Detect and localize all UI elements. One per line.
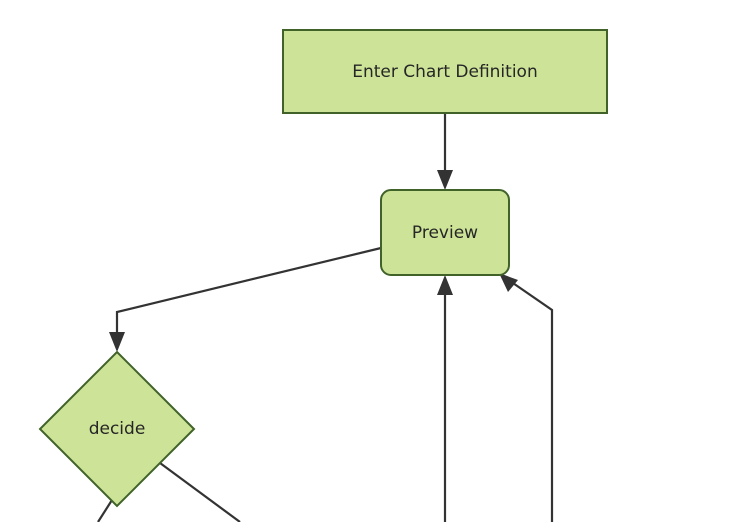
node-preview-label: Preview — [412, 223, 478, 243]
node-enter-chart-definition[interactable]: Enter Chart Definition — [282, 29, 608, 114]
node-decide-label: decide — [89, 419, 146, 439]
node-preview[interactable]: Preview — [380, 189, 510, 276]
edge-preview-to-decide — [109, 246, 382, 352]
node-enter-chart-definition-shape[interactable] — [282, 29, 608, 114]
edge-bottom-right-to-preview-line — [509, 280, 554, 522]
edge-enter-to-preview-arrowhead — [437, 170, 453, 190]
edge-decide-bottom-right-line — [159, 462, 241, 522]
edge-decide-bottom-right — [159, 462, 241, 522]
edge-bottom-right-to-preview — [499, 273, 554, 522]
node-decide[interactable]: decide — [38, 350, 196, 508]
edge-decide-bottom-left-line — [97, 499, 113, 522]
edge-preview-to-decide-arrowhead — [109, 332, 125, 352]
node-preview-shape[interactable] — [380, 189, 510, 276]
edge-enter-to-preview — [437, 113, 453, 190]
edge-bottom-center-to-preview — [437, 275, 453, 522]
edge-bottom-center-to-preview-arrowhead — [437, 275, 453, 295]
edge-decide-bottom-left — [97, 499, 113, 522]
edge-preview-to-decide-line — [115, 246, 382, 340]
node-enter-chart-definition-label: Enter Chart Definition — [352, 62, 537, 82]
edge-bottom-right-to-preview-arrowhead — [499, 273, 518, 292]
node-decide-shape[interactable] — [38, 350, 196, 508]
